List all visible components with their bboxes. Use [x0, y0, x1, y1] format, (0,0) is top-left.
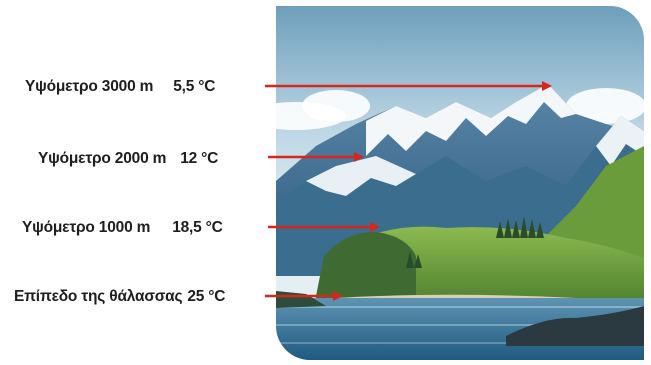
temperature-text: 25 °C: [187, 288, 226, 305]
label-altitude-1000: Υψόμετρο 1000 m 18,5 °C: [22, 219, 223, 237]
altitude-text: Υψόμετρο 3000 m: [25, 78, 154, 95]
landscape-illustration: [276, 6, 644, 360]
mountain-landscape-image: [276, 6, 644, 360]
altitude-text: Υψόμετρο 2000 m: [38, 150, 167, 167]
temperature-text: 5,5 °C: [173, 78, 216, 95]
label-altitude-2000: Υψόμετρο 2000 m 12 °C: [38, 150, 218, 168]
altitude-text: Επίπεδο της θάλασσας: [14, 288, 183, 305]
temperature-text: 18,5 °C: [172, 219, 223, 236]
label-altitude-3000: Υψόμετρο 3000 m 5,5 °C: [25, 78, 215, 96]
temperature-text: 12 °C: [180, 150, 219, 167]
altitude-text: Υψόμετρο 1000 m: [22, 219, 151, 236]
